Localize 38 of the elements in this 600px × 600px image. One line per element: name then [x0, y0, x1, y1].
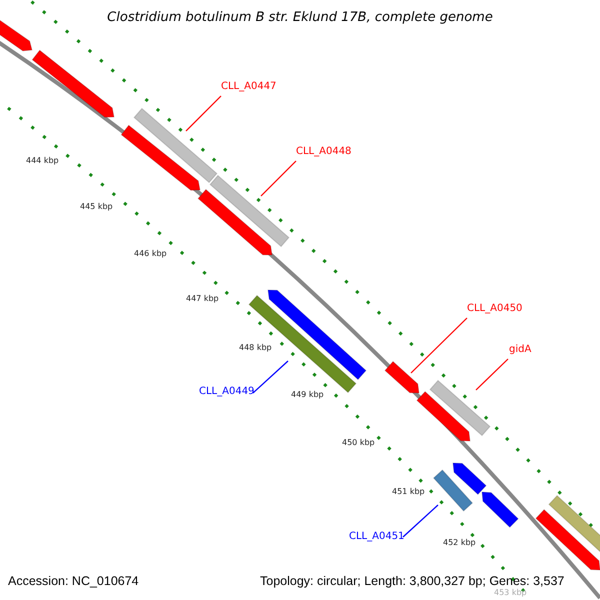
diagram-title: Clostridium botulinum B str. Eklund 17B, complete genome [106, 10, 494, 25]
scale-label: 451 kbp [392, 487, 425, 496]
gene-bar [432, 469, 474, 512]
leader-line [260, 160, 296, 196]
gene-bar [429, 380, 491, 436]
scale-label: 453 kbp [494, 588, 527, 597]
gene-bar [481, 491, 519, 528]
leader-line [410, 318, 468, 374]
gene-bar [452, 462, 487, 496]
genome-summary: Topology: circular; Length: 3,800,327 bp; Genes: 3,537 [260, 574, 564, 588]
scale-label: 448 kbp [239, 343, 272, 352]
leader-line [402, 504, 438, 538]
gene-label: gidA [509, 344, 532, 355]
scale-label: 444 kbp [26, 156, 59, 165]
gene-bar [133, 108, 218, 184]
accession-note: Accession: NC_010674 [8, 574, 139, 588]
leader-line [186, 96, 222, 132]
gene-label: CLL_A0449 [199, 386, 254, 397]
gene-bar [535, 508, 600, 571]
scale-label: 446 kbp [134, 249, 167, 258]
gene-label: CLL_A0447 [221, 81, 276, 92]
gene-bar [197, 188, 273, 256]
scale-label: 450 kbp [342, 438, 375, 447]
leader-line [252, 360, 288, 394]
gene-bar [120, 124, 201, 191]
scale-label: 452 kbp [443, 538, 476, 547]
gene-label: CLL_A0448 [296, 146, 352, 157]
scale-label: 447 kbp [186, 294, 219, 303]
scale-label: 445 kbp [80, 202, 113, 211]
gene-label: CLL_A0450 [467, 303, 522, 314]
gene-bar [548, 494, 600, 554]
gene-bar [209, 174, 290, 248]
gene-bar [416, 390, 471, 442]
gene-bar [384, 360, 420, 394]
gene-bar [32, 50, 115, 118]
scale-label: 449 kbp [291, 390, 324, 399]
gene-label: CLL_A0451 [349, 531, 404, 542]
leader-line [476, 358, 508, 390]
